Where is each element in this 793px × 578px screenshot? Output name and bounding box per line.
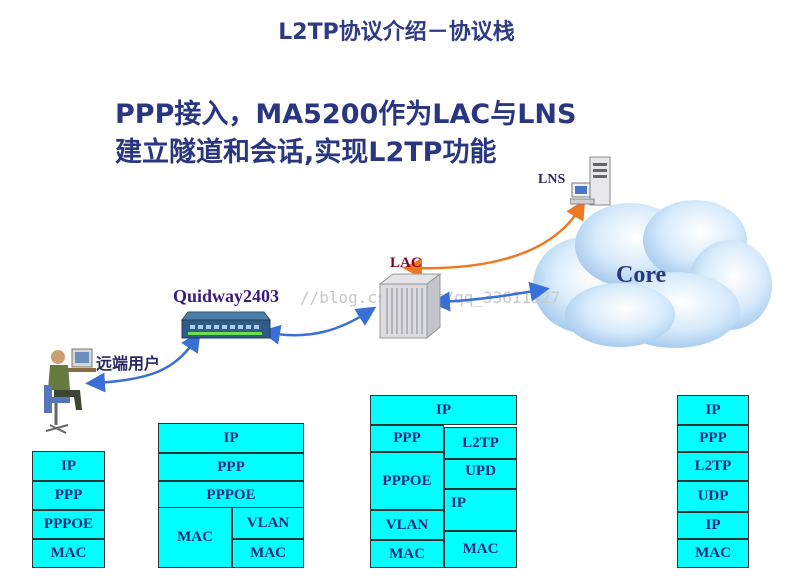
switch-stack-ppp: PPP	[158, 453, 304, 481]
lns-stack-ip: IP	[677, 395, 749, 425]
lac-stack-upd: UPD	[444, 459, 517, 489]
user-stack-pppoe: PPPOE	[32, 510, 105, 539]
quidway-label: Quidway2403	[173, 286, 280, 306]
remote-user-icon	[44, 348, 96, 434]
lac-chassis-icon	[378, 272, 442, 340]
subtitle-line-1: PPP接入，MA5200作为LAC与LNS	[115, 99, 577, 130]
lns-stack-ppp: PPP	[677, 425, 749, 452]
switch-stack-vlan: VLAN	[232, 507, 304, 539]
remote-user-label: 远端用户	[96, 354, 161, 373]
lac-stack-vlan: VLAN	[370, 510, 444, 540]
switch-stack-mac-left: MAC	[158, 507, 232, 568]
switch-stack-pppoe: PPPOE	[158, 481, 304, 509]
quidway-switch-icon	[181, 311, 271, 339]
core-label: Core	[616, 262, 667, 288]
lac-lns-tunnel	[402, 199, 586, 279]
switch-stack-ip: IP	[158, 423, 304, 453]
lac-stack-ip: IP	[370, 395, 517, 425]
lac-label: LAC	[390, 255, 422, 271]
lac-stack-l2tp: L2TP	[444, 427, 517, 459]
lns-stack-ip-2: IP	[677, 512, 749, 539]
switch-lac-link	[260, 306, 377, 345]
user-stack-ppp: PPP	[32, 481, 105, 510]
lac-stack-mac-right: MAC	[444, 531, 517, 568]
core-cloud	[533, 200, 772, 348]
lns-stack-l2tp: L2TP	[677, 452, 749, 481]
user-switch-link	[85, 331, 201, 393]
user-stack-mac: MAC	[32, 539, 105, 568]
lac-stack-ip-right: IP	[444, 489, 517, 531]
lns-label: LNS	[538, 172, 566, 187]
lns-server-icon	[570, 156, 611, 206]
lac-core-link	[430, 281, 550, 312]
lns-stack-udp: UDP	[677, 481, 749, 512]
lac-stack-pppoe: PPPOE	[370, 452, 444, 510]
subtitle-line-2: 建立隧道和会话,实现L2TP功能	[115, 137, 497, 168]
page-title: L2TP协议介绍－协议栈	[278, 20, 515, 45]
lac-stack-ppp: PPP	[370, 425, 444, 452]
lns-stack-mac: MAC	[677, 539, 749, 568]
user-stack-ip: IP	[32, 451, 105, 481]
switch-stack-mac-right: MAC	[232, 539, 304, 568]
lac-stack-mac-left: MAC	[370, 540, 444, 568]
